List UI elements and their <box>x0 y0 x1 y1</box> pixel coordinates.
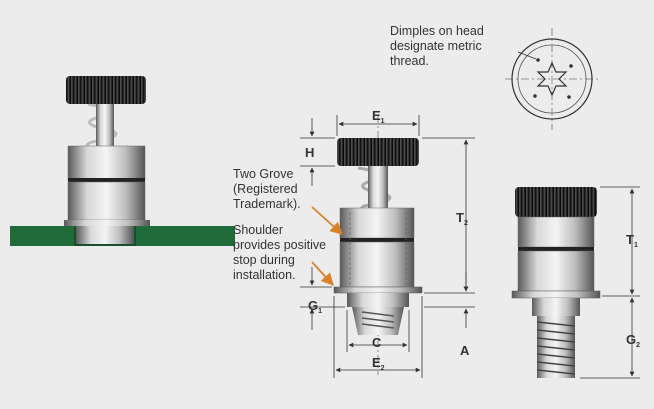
stud-threads <box>536 321 576 375</box>
groove-ring-center <box>340 238 414 242</box>
dimple <box>536 58 540 62</box>
sleeve-upper-center <box>339 207 415 239</box>
two-grove-note: Two Grove (Registered Trademark). <box>233 167 301 211</box>
sleeve-lower-center <box>339 241 415 288</box>
sleeve-shank <box>76 226 134 244</box>
knurled-knob <box>66 76 146 104</box>
shank-right <box>532 298 580 316</box>
plunger-shaft-center <box>368 162 388 212</box>
dimple <box>533 94 537 98</box>
head-top-view <box>505 28 600 130</box>
torx-recess <box>536 61 568 97</box>
annotation-leaders <box>311 206 343 286</box>
dim-label-t2: T2 <box>456 210 468 227</box>
head-outer-circle <box>511 38 593 120</box>
head-inner-circle <box>517 44 587 114</box>
installed-fastener-illustration <box>10 76 235 246</box>
sleeve-lower <box>67 181 146 221</box>
sleeve-flange <box>64 220 150 226</box>
dim-label-h: H <box>305 145 314 160</box>
dim-label-e1: E1 <box>372 108 385 125</box>
knurled-knob-center <box>337 138 419 166</box>
dimension-lines <box>300 115 640 379</box>
shoulder-note: Shoulder provides positive stop during i… <box>233 223 330 282</box>
groove-ring <box>68 178 145 182</box>
sleeve-lower-right <box>517 250 595 292</box>
shank-cone <box>352 307 404 335</box>
dim-label-c: C <box>372 335 382 350</box>
dim-label-g2: G2 <box>626 332 640 349</box>
side-fastener <box>511 187 601 378</box>
screw-threads <box>361 311 395 329</box>
shank-center <box>347 293 409 307</box>
sleeve-body <box>67 145 146 181</box>
sleeve-flange-center <box>333 286 423 294</box>
knurled-knob-right <box>515 187 597 217</box>
dimples-leader <box>517 51 537 60</box>
sleeve-upper-right <box>517 216 595 248</box>
hidden-thread-lines <box>349 212 407 285</box>
dimple <box>569 64 573 68</box>
dim-label-e2: E2 <box>372 355 385 372</box>
plunger-shaft <box>96 100 114 152</box>
dim-label-a: A <box>460 343 470 358</box>
dim-label-g1: G1 <box>308 298 322 315</box>
groove-ring-right <box>518 247 594 251</box>
dim-label-t1: T1 <box>626 232 638 249</box>
sleeve-flange-right <box>511 290 601 299</box>
dimples-note: Dimples on head designate metric thread. <box>390 24 487 68</box>
dimple <box>567 95 571 99</box>
